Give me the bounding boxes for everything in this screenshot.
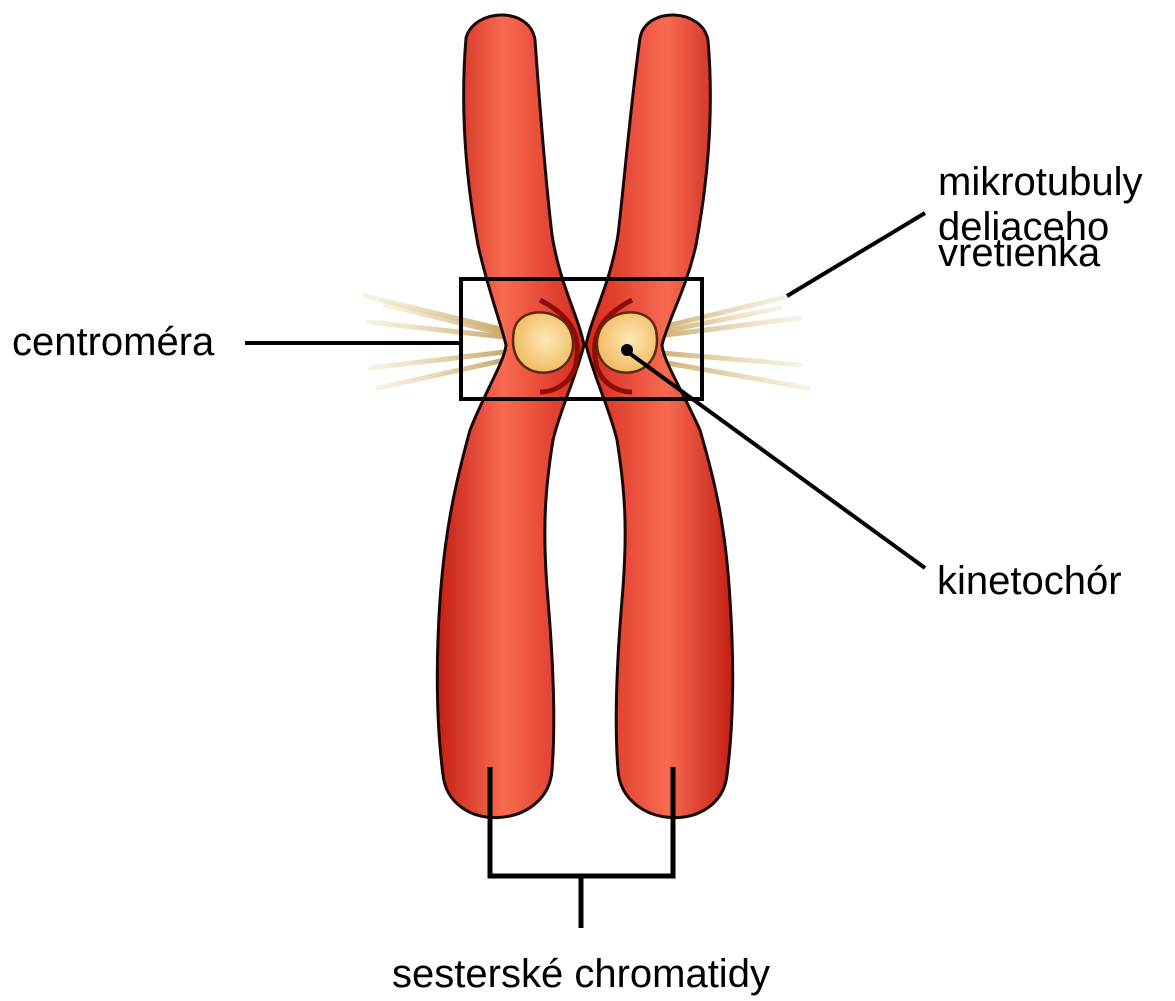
microtubules-label-line-1: mikrotubuly [938,160,1143,204]
microtubules-label: mikrotubuly deliaceho vretienka [938,160,1154,275]
kinetochore-left [513,312,573,372]
chromatid-left [437,15,584,818]
microtubule-pointer-line [787,213,925,296]
microtubules-label-line-3: vretienka [938,231,1101,275]
kinetochore-label: kinetochór [937,559,1122,603]
kinetochore-right [597,312,657,372]
centromere-label: centroméra [12,320,215,364]
chromatid-right [586,15,733,818]
sister-chromatids-label: sesterské chromatidy [392,952,770,996]
kinetochore-pointer-dot [621,344,633,356]
